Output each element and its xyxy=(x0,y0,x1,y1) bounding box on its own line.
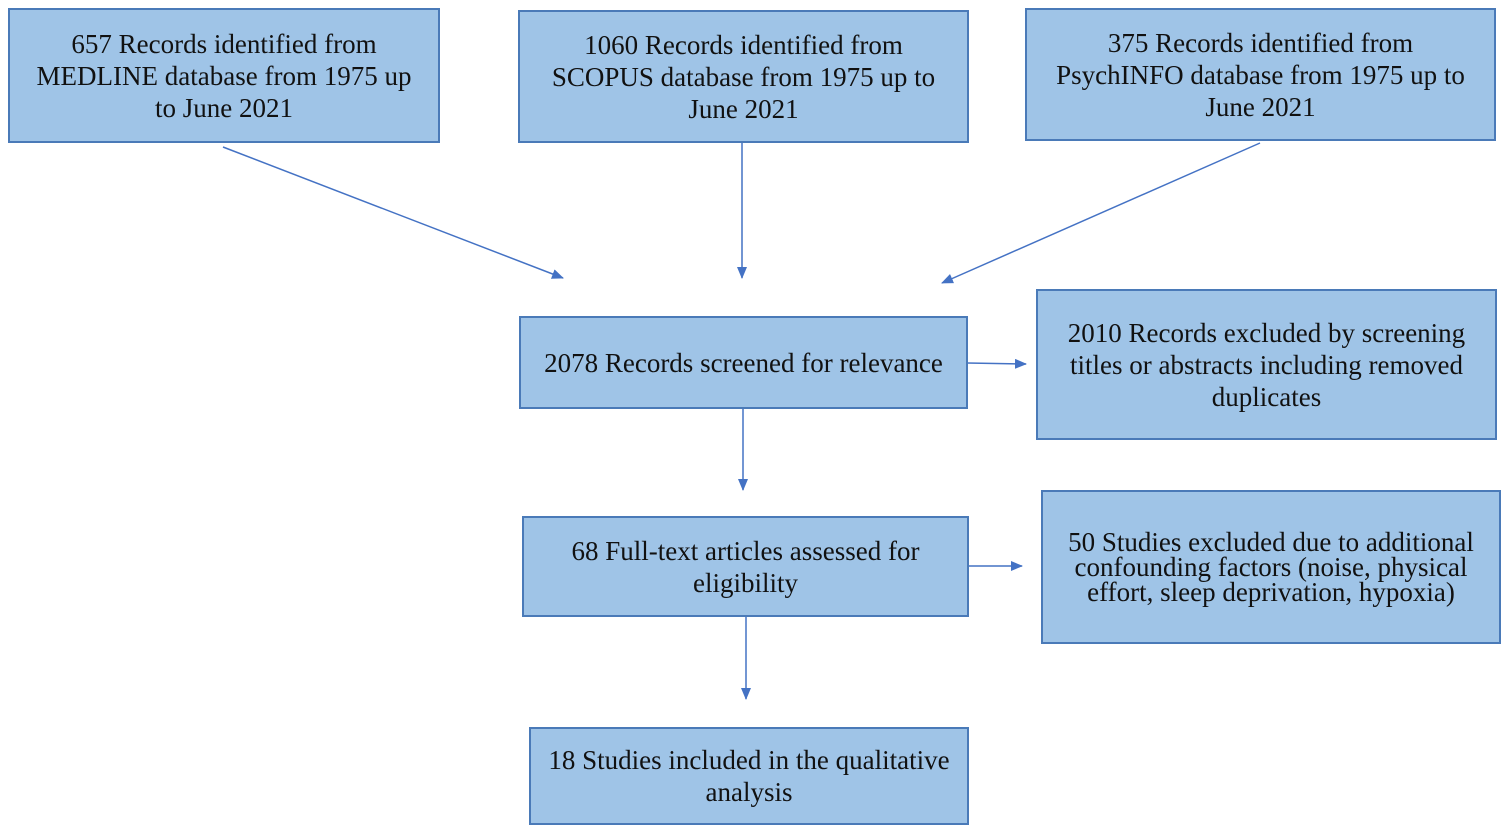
fulltext-assessed-text: 68 Full-text articles assessed for eligi… xyxy=(571,535,920,598)
screened-records-text: 2078 Records screened for relevance xyxy=(544,347,943,378)
arrow-psychinfo-to-screened xyxy=(941,142,1261,284)
psychinfo-records-box: 375 Records identified from PsychINFO da… xyxy=(1025,8,1496,141)
scopus-records-text: 1060 Records identified from SCOPUS data… xyxy=(551,29,936,124)
screened-records-box: 2078 Records screened for relevance xyxy=(519,316,968,409)
medline-records-text: 657 Records identified from MEDLINE data… xyxy=(36,28,412,123)
scopus-records-box: 1060 Records identified from SCOPUS data… xyxy=(518,10,969,143)
fulltext-assessed-box: 68 Full-text articles assessed for eligi… xyxy=(522,516,969,617)
psychinfo-records-text: 375 Records identified from PsychINFO da… xyxy=(1056,27,1465,122)
arrow-screened-to-excluded xyxy=(966,358,1027,369)
studies-excluded-text: 50 Studies excluded due to additional co… xyxy=(1068,526,1474,607)
excluded-records-text: 2010 Records excluded by screening title… xyxy=(1067,317,1466,412)
studies-excluded-box: 50 Studies excluded due to additional co… xyxy=(1041,490,1501,644)
arrow-medline-to-screened xyxy=(222,146,564,279)
studies-included-text: 18 Studies included in the qualitative a… xyxy=(548,745,950,807)
excluded-records-box: 2010 Records excluded by screening title… xyxy=(1036,289,1497,440)
medline-records-box: 657 Records identified from MEDLINE data… xyxy=(8,8,440,143)
studies-included-box: 18 Studies included in the qualitative a… xyxy=(529,727,969,825)
